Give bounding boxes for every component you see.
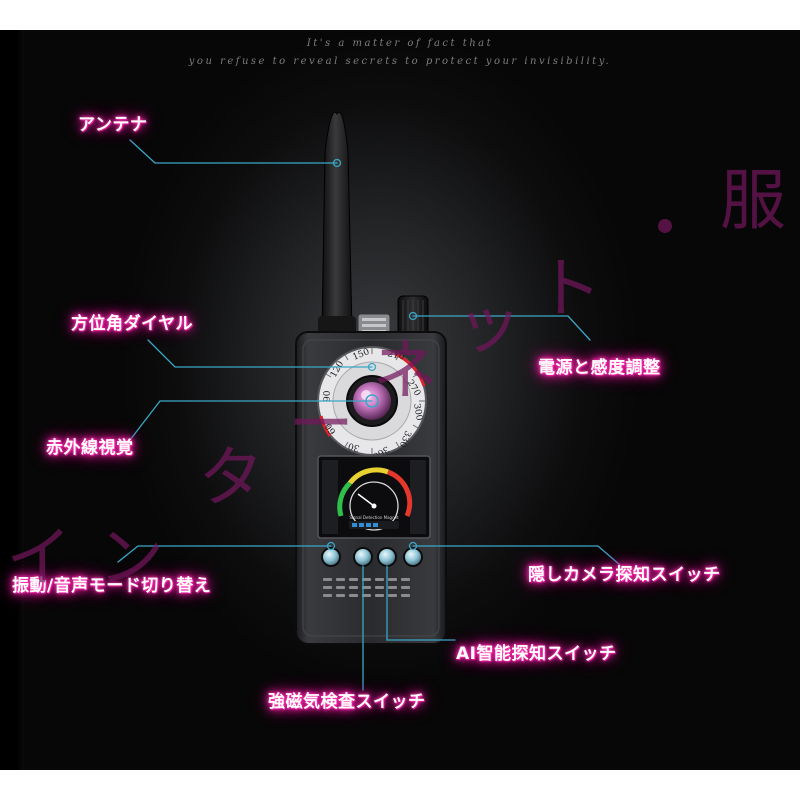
callout-antenna: アンテナ	[78, 115, 148, 135]
callout-ai-switch: AI智能探知スイッチ	[456, 644, 617, 664]
dial-label-300: 300	[411, 403, 424, 422]
watermark-char: タ	[198, 439, 264, 516]
tagline-line-1: It's a matter of fact that	[306, 38, 494, 49]
bottom-border	[0, 770, 800, 800]
top-border	[0, 0, 800, 30]
ai-button	[377, 547, 397, 567]
watermark-char: ・	[632, 190, 698, 267]
gauge-needle	[357, 493, 375, 507]
magnetic-button	[353, 547, 373, 567]
watermark-char: ー	[288, 386, 354, 463]
callout-magnetic-switch: 強磁気検査スイッチ	[268, 692, 426, 712]
watermark-char: ッ	[456, 286, 522, 363]
callout-infrared: 赤外線視覚	[46, 438, 134, 458]
vibration-button	[321, 547, 341, 567]
callout-azimuth-dial: 方位角ダイヤル	[71, 314, 193, 334]
watermark-char: ン	[98, 519, 164, 596]
screen-caption: Signal Detection Magnet	[349, 515, 399, 520]
watermark-char: ト	[536, 250, 602, 327]
antenna	[321, 111, 353, 331]
watermark-char: イ	[6, 519, 72, 596]
callout-hidden-camera-switch: 隠しカメラ探知スイッチ	[528, 565, 721, 585]
callout-vibration-sound-mode: 振動/音声モード切り替え	[12, 576, 212, 596]
tagline-line-2: you refuse to reveal secrets to protect …	[188, 56, 612, 67]
hidden-camera-button	[403, 547, 423, 567]
gauge-yellow	[348, 467, 389, 485]
left-border	[0, 30, 24, 770]
dial-label-210: 210	[386, 349, 405, 362]
dial-label-90: 90	[323, 390, 333, 402]
watermark-char: 服	[720, 162, 786, 239]
display-screen	[317, 455, 431, 539]
watermark-char: ネ	[372, 332, 438, 409]
gauge-red	[387, 469, 413, 517]
dial-label-30: 30	[347, 440, 361, 453]
dial-red-arc	[394, 352, 426, 387]
gauge-green	[337, 481, 352, 517]
callout-power-sensitivity: 電源と感度調整	[538, 358, 661, 378]
